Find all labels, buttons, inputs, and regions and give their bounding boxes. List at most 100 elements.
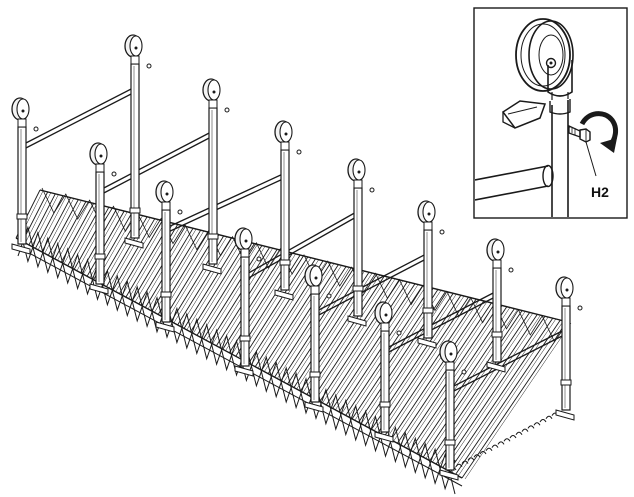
roller-edge <box>25 192 51 243</box>
roller <box>28 193 56 246</box>
roller-edge <box>322 280 403 403</box>
leg-collar <box>279 259 291 266</box>
roller-edge <box>225 252 289 351</box>
roller-edge <box>193 242 250 334</box>
roller-edge <box>458 320 564 476</box>
roller <box>287 270 362 385</box>
roller-edge <box>122 221 166 295</box>
roller-edge <box>38 196 67 250</box>
rail-tube <box>475 164 554 201</box>
roller-edge <box>283 269 357 382</box>
caster-axle <box>427 212 431 216</box>
roller-edge <box>109 217 151 288</box>
callout-label: H2 <box>591 184 609 200</box>
detail-callout: H2 <box>473 7 628 219</box>
leg-tube <box>353 187 363 317</box>
cross-rail-lower-edge <box>384 295 498 355</box>
roller <box>47 199 79 256</box>
roller-edge <box>180 238 235 327</box>
roller-edge <box>148 229 197 309</box>
cross-rail <box>449 328 567 389</box>
rotation-arrow-icon <box>579 111 619 153</box>
roller-edge <box>393 301 488 441</box>
caster-fork <box>130 55 140 65</box>
leg-foot <box>347 315 367 327</box>
leg-foot <box>155 321 175 333</box>
roller <box>54 201 87 260</box>
roller <box>203 245 263 340</box>
back-leg <box>274 120 302 301</box>
roller-edge <box>135 225 181 302</box>
roller-edge <box>76 208 113 271</box>
leg-collar <box>160 291 172 298</box>
roller <box>190 241 247 333</box>
bolt-icon <box>296 149 302 155</box>
front-leg <box>374 301 402 443</box>
bolt-icon <box>369 187 375 193</box>
cross-rail-lower-edge <box>244 215 359 281</box>
leg-collar <box>16 213 28 220</box>
caster-fork <box>423 221 433 231</box>
leg-collar <box>94 253 106 260</box>
caster-wheel-face <box>129 35 143 57</box>
roller <box>422 310 523 458</box>
caster-wheel-face <box>94 143 108 165</box>
roller <box>177 237 232 326</box>
caster-wheel-face <box>239 228 253 250</box>
caster-axle <box>165 192 169 196</box>
leg-collar <box>444 439 456 446</box>
leg-foot <box>555 409 575 421</box>
bolt-icon <box>177 209 183 215</box>
cross-rail-lower-edge <box>314 257 429 318</box>
roller-edge <box>387 299 480 438</box>
cross-rail <box>314 252 429 313</box>
roller-edge <box>438 315 541 466</box>
roller <box>267 264 339 374</box>
caster-wheel-face <box>207 79 221 101</box>
roller <box>183 239 240 329</box>
front-leg <box>11 97 39 255</box>
roller-edge <box>173 236 227 323</box>
leg-collar <box>207 233 219 240</box>
caster-wheel-face <box>160 181 174 203</box>
cross-rail <box>21 86 136 146</box>
bolt-icon <box>396 330 402 336</box>
leg-collar <box>129 207 141 214</box>
back-leg <box>486 238 514 373</box>
roller <box>442 316 546 468</box>
caster-axle <box>565 288 569 292</box>
roller <box>151 229 202 312</box>
leg-collar <box>309 371 321 378</box>
roller <box>35 195 64 249</box>
leg-collar <box>352 285 364 292</box>
caster-fork <box>240 248 250 258</box>
caster-fork <box>561 297 571 307</box>
caster-axle <box>496 250 500 254</box>
leg-collar <box>239 335 251 342</box>
back-leg <box>417 200 445 349</box>
caster-axle <box>21 109 25 113</box>
leg-tube <box>310 293 320 403</box>
leg-foot <box>11 243 31 255</box>
leg-socket <box>549 99 571 115</box>
caster-wheel-face <box>16 98 30 120</box>
roller-edge <box>335 284 419 410</box>
leg-tube <box>161 209 171 323</box>
support-legs <box>11 34 583 481</box>
cross-rail <box>384 290 498 350</box>
leg-foot <box>234 365 254 377</box>
caster-wheel-face <box>309 265 323 287</box>
roller <box>384 298 477 437</box>
roller-edge <box>31 194 59 247</box>
bolt-icon <box>256 256 262 262</box>
bolt-icon <box>577 305 583 311</box>
roller-edge <box>63 204 97 264</box>
roller-edge <box>329 282 411 407</box>
leg-tube <box>280 149 290 291</box>
roller-edge <box>361 292 449 424</box>
caster-fork <box>208 99 218 109</box>
roller <box>332 283 416 409</box>
cross-rail-lower-edge <box>165 177 286 234</box>
leg-collar <box>422 307 434 314</box>
